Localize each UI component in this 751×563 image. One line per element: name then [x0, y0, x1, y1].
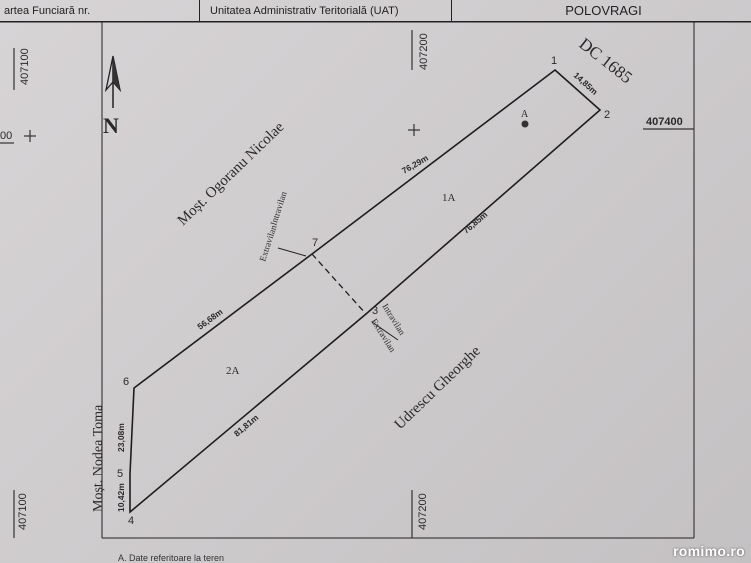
north-arrow-icon: [104, 55, 122, 108]
header-uat-label: Unitatea Administrativ Teritorială (UAT): [210, 5, 399, 17]
parcel-label-2a: 2A: [226, 365, 240, 377]
vertex-3: 3: [372, 305, 378, 317]
grid-label-y-right: 407400: [646, 116, 683, 128]
grid-label-x-mid-top: 407200: [418, 33, 430, 70]
vertex-5: 5: [117, 468, 123, 480]
vertex-2: 2: [604, 109, 610, 121]
vertex-1: 1: [551, 55, 557, 67]
grid-label-x-left: 407100: [19, 48, 31, 85]
neighbor-bottom-right: Udrescu Gheorghe: [392, 343, 484, 433]
header-cf-label: artea Funciară nr.: [4, 5, 91, 17]
edge-length-5-6: 23,08m: [116, 423, 126, 452]
zone-intravilan-top: Intravilan: [268, 190, 288, 227]
zone-marker-top: [277, 247, 307, 257]
footer-section-title: A. Date referitoare la teren: [118, 553, 225, 563]
point-a-label: A: [521, 109, 529, 120]
vertex-6: 6: [123, 376, 129, 388]
edge-length-1-2: 14,85m: [572, 70, 600, 97]
vertex-4: 4: [128, 515, 134, 527]
point-a-marker-icon: [521, 120, 529, 128]
grid-label-x-left-bottom: 407100: [17, 493, 29, 530]
north-label: N: [103, 113, 119, 138]
grid-label-y-left: 00: [0, 130, 12, 142]
parcel-label-1a: 1A: [442, 192, 456, 204]
vertex-7: 7: [312, 237, 318, 249]
zone-marker-bottom: [371, 321, 399, 341]
edge-length-3-4: 81,81m: [232, 412, 261, 438]
edge-length-4-5: 10,42m: [116, 483, 126, 512]
edge-length-1-7: 76,29m: [400, 152, 430, 175]
neighbor-top: Moșt. Ogoranu Nicolae: [175, 119, 288, 229]
edge-length-7-6: 56,68m: [195, 306, 225, 331]
neighbor-left: Moșt. Nodea Toma: [91, 404, 106, 512]
header-uat-value: POLOVRAGI: [565, 3, 642, 18]
edge-length-2-3: 76,85m: [461, 209, 490, 235]
zone-boundary-dashed: [311, 253, 367, 315]
grid-label-x-mid-bottom: 407200: [417, 493, 429, 530]
zone-extravilan-top: Extravilan: [257, 223, 278, 262]
watermark-logo: romimo.ro: [673, 543, 745, 559]
parcel-outline: [129, 68, 602, 514]
